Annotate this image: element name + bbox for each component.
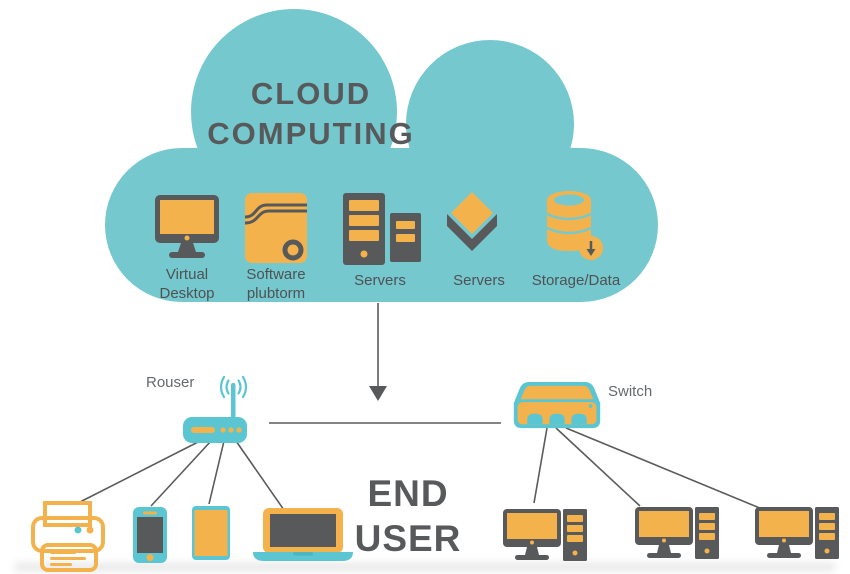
router-device-lines bbox=[79, 440, 285, 511]
switch-label: Switch bbox=[608, 383, 653, 400]
layered-diamond-icon bbox=[447, 192, 497, 251]
cloud-title-line1: CLOUD bbox=[250, 76, 372, 111]
switch-computer-lines bbox=[533, 427, 768, 512]
label-servers-2: Servers bbox=[453, 272, 505, 289]
label-virtual-desktop: Virtual Desktop bbox=[159, 266, 215, 302]
cloud-title: CLOUD COMPUTING bbox=[191, 74, 431, 154]
label-servers: Servers bbox=[354, 272, 406, 289]
software-box-icon bbox=[245, 193, 307, 263]
monitor-icon bbox=[155, 195, 219, 258]
router-icon bbox=[183, 375, 248, 443]
smartphone-icon bbox=[133, 507, 167, 563]
cloud-title-line2: COMPUTING bbox=[207, 116, 415, 151]
desktop-computer-icon bbox=[503, 509, 587, 561]
down-arrow bbox=[369, 303, 387, 401]
switch-icon bbox=[513, 382, 601, 429]
end-user-title: END USER bbox=[338, 471, 478, 561]
floor-shadow bbox=[15, 563, 835, 571]
desktop-computer-icon bbox=[635, 507, 719, 559]
laptop-icon bbox=[253, 508, 353, 561]
database-icon bbox=[546, 191, 603, 260]
desktop-computer-icon bbox=[755, 507, 839, 559]
printer-icon bbox=[31, 501, 105, 572]
end-user-line2: USER bbox=[354, 518, 462, 559]
tablet-icon bbox=[192, 506, 230, 560]
end-user-line1: END bbox=[367, 473, 449, 514]
label-storage-data: Storage/Data bbox=[531, 272, 621, 289]
router-label: Rouser bbox=[146, 374, 195, 391]
label-software-platform: Software plubtorm bbox=[246, 266, 306, 302]
server-towers-icon bbox=[343, 193, 421, 265]
